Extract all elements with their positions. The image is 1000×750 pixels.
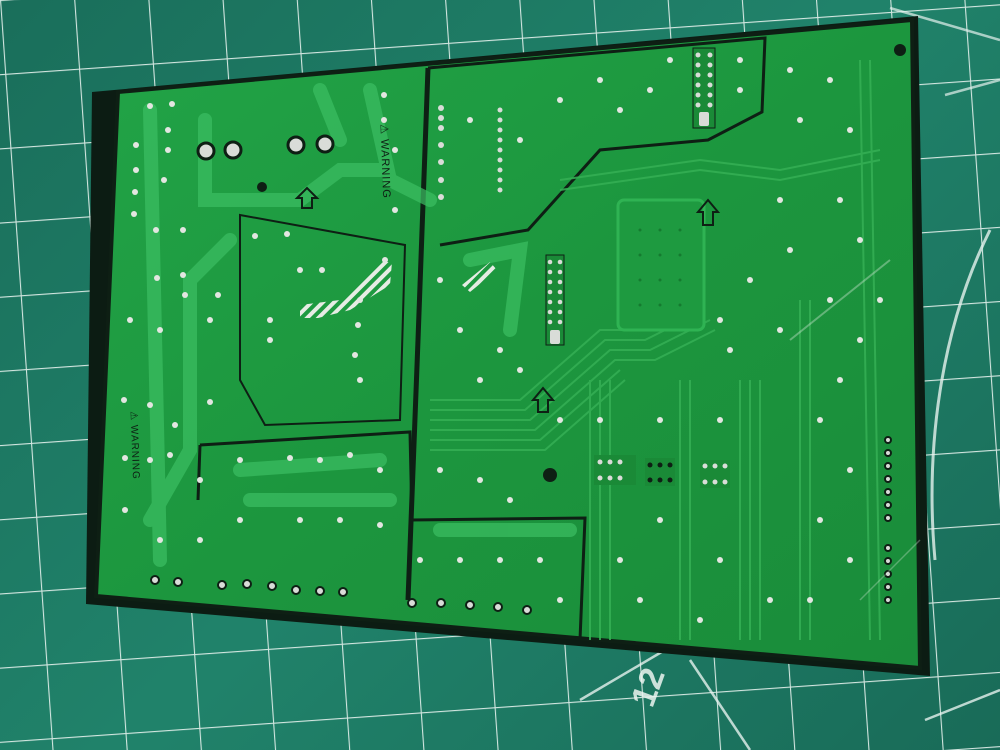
silkscreen-warning-top: ⚠ WARNING [377,123,393,200]
silkscreen-arrows [294,186,721,413]
pin-header-top [692,47,716,129]
bottom-terminal-pads [150,575,532,615]
silkscreen-warning-left: ⚠ WARNING [127,410,142,481]
relay-footprints [594,455,730,488]
pin-header-center [545,254,565,346]
pin-header-left-column [438,105,503,200]
solder-vias [121,57,883,623]
large-solder-pads [196,44,906,482]
pin-header-right [884,436,892,604]
